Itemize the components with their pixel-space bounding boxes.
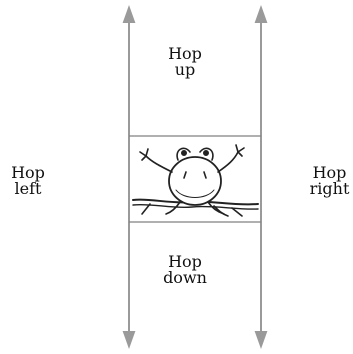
hop-down-line-2: down (160, 270, 210, 286)
left-vertical-arrow (124, 8, 134, 346)
hop-up-line-2: up (160, 62, 210, 78)
hop-left-label[interactable]: Hop left (6, 165, 50, 197)
right-vertical-arrow (256, 8, 266, 346)
hop-up-label[interactable]: Hop up (160, 46, 210, 78)
hop-left-line-2: left (6, 181, 50, 197)
hop-down-label[interactable]: Hop down (160, 254, 210, 286)
frog-icon[interactable] (133, 145, 258, 216)
hop-right-label[interactable]: Hop right (306, 165, 353, 197)
hop-right-line-2: right (306, 181, 353, 197)
